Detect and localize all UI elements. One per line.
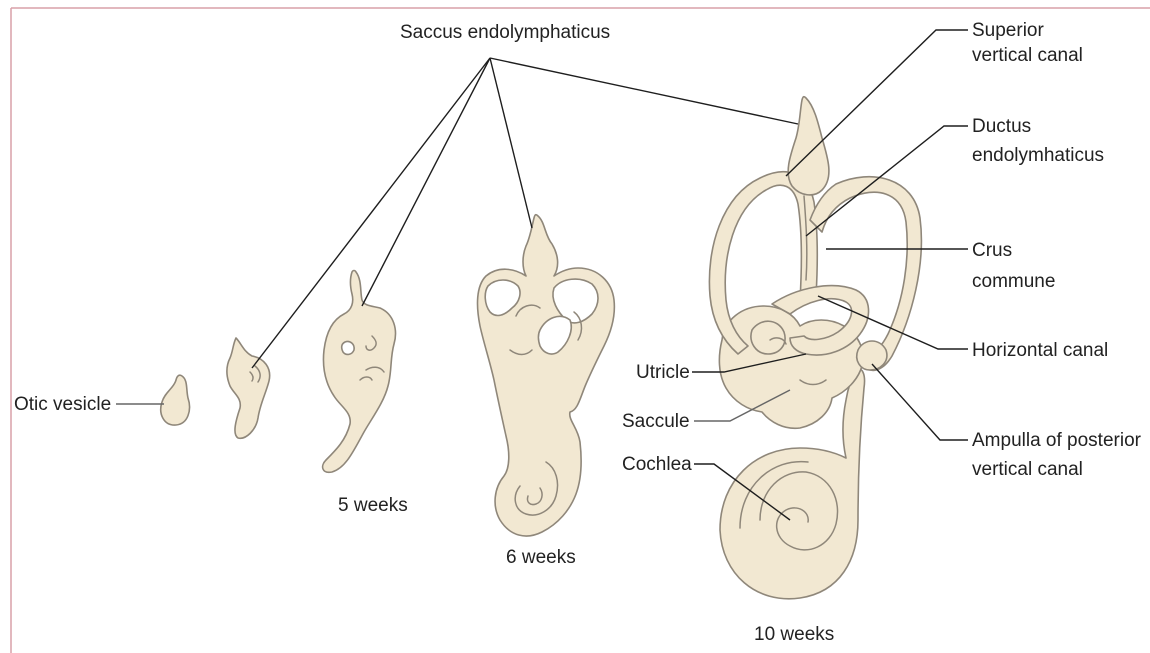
ampulla-posterior-shape <box>857 341 887 370</box>
saccus-endolymphaticus-shape <box>788 97 829 195</box>
label-crus-commune: Crus commune <box>972 240 1055 292</box>
label-6-weeks: 6 weeks <box>506 547 576 568</box>
label-horizontal-canal: Horizontal canal <box>972 340 1108 361</box>
label-10-weeks: 10 weeks <box>754 624 834 645</box>
label-utricle: Utricle <box>636 362 690 383</box>
label-saccus-endolymphaticus: Saccus endolymphaticus <box>400 22 610 43</box>
label-ductus-endolymphaticus: Ductus endolymhaticus <box>972 116 1104 166</box>
stage-5-weeks <box>323 271 396 473</box>
vestibule-shape <box>719 306 863 428</box>
stage-6-weeks <box>478 215 615 536</box>
label-superior-vertical-canal: Superior vertical canal <box>972 20 1083 66</box>
stage-10-weeks <box>709 97 921 599</box>
otic-vesicle-shape <box>161 375 190 425</box>
label-ampulla-posterior-vertical-canal: Ampulla of posterior vertical canal <box>972 430 1146 480</box>
label-cochlea: Cochlea <box>622 454 692 475</box>
label-5-weeks: 5 weeks <box>338 495 408 516</box>
label-saccule: Saccule <box>622 411 690 432</box>
label-otic-vesicle: Otic vesicle <box>14 394 111 415</box>
